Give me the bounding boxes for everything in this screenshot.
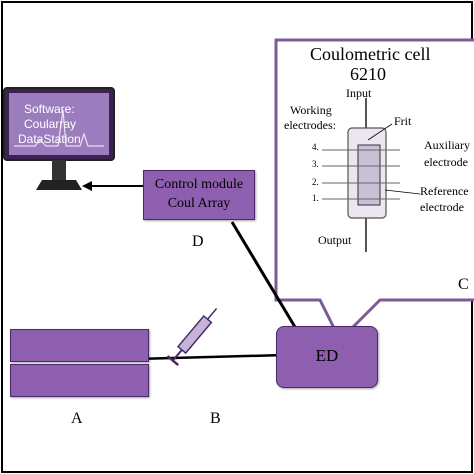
- cell-frit-label: Frit: [394, 114, 412, 128]
- tag-b: B: [210, 410, 221, 427]
- ed-label: ED: [315, 346, 339, 365]
- tag-c: C: [458, 276, 469, 293]
- tag-d: D: [192, 233, 204, 250]
- control-module-label: Control module: [154, 177, 244, 192]
- cell-drawing: [322, 98, 421, 252]
- control-to-ed-line: [230, 221, 300, 333]
- cell-output-label: Output: [318, 233, 352, 247]
- cell-reference-label-1: Reference: [420, 184, 469, 198]
- cell-title-2: 6210: [350, 64, 386, 84]
- cell-working-label-2: electrodes:: [284, 118, 336, 132]
- monitor-icon: [3, 87, 115, 190]
- cell-auxiliary-label-2: electrode: [424, 155, 468, 169]
- monitor-text-3: DataStation: [18, 132, 81, 146]
- control-module-box: Control module Coul Array: [143, 170, 255, 220]
- ed-box: ED: [276, 326, 378, 388]
- cell-electrode-4: 4.: [312, 142, 319, 152]
- cell-electrode-1: 1.: [312, 193, 319, 203]
- cell-working-label-1: Working: [290, 103, 332, 117]
- cell-electrode-3: 3.: [312, 159, 319, 169]
- cell-electrode-2: 2.: [312, 177, 319, 187]
- column-bottom: [10, 364, 149, 397]
- cell-input-label: Input: [346, 86, 372, 100]
- column-top: [10, 329, 149, 362]
- cell-title-1: Coulometric cell: [310, 44, 431, 64]
- cell-reference-label-2: electrode: [420, 200, 464, 214]
- arrow-head-icon: [82, 181, 92, 191]
- tag-a: A: [71, 410, 83, 427]
- control-module-sublabel: Coul Array: [167, 196, 231, 211]
- monitor-text-1: Software:: [24, 102, 75, 116]
- cell-auxiliary-label-1: Auxiliary: [424, 138, 470, 152]
- syringe-icon: [166, 308, 218, 367]
- monitor-text-2: Coularray: [24, 117, 77, 131]
